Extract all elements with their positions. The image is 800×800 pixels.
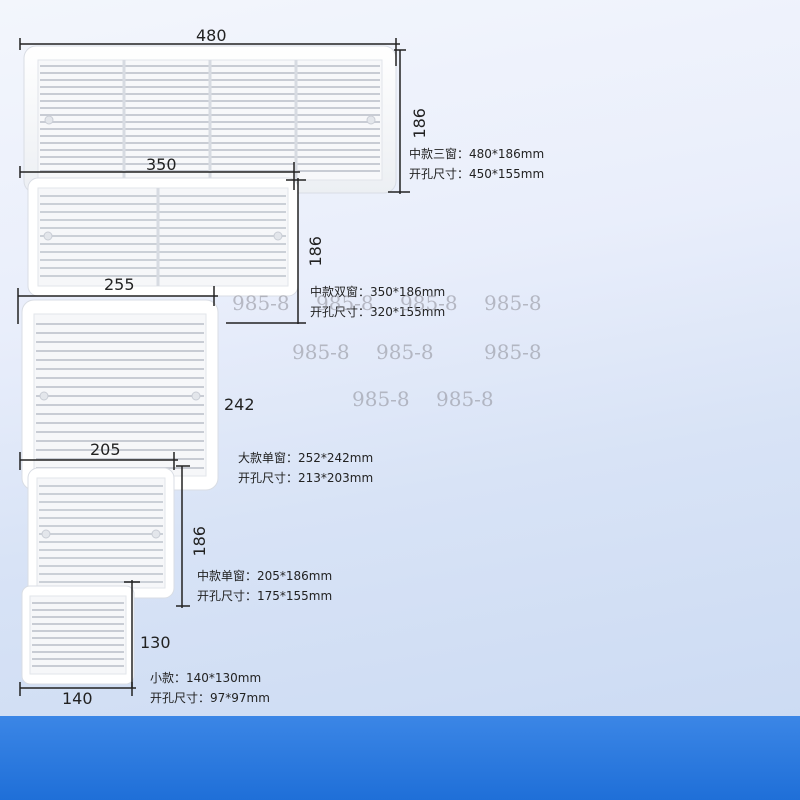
width-label-vent4: 205: [90, 440, 121, 459]
vent-medium-single-image: [27, 467, 175, 599]
watermark-text: 985-8: [376, 340, 434, 364]
watermark-text: 985-8: [316, 291, 374, 315]
watermark-text: 985-8: [352, 387, 410, 411]
spec-vent5-model: 小款：140*130mm: [150, 671, 262, 685]
blue-footer-band: [0, 716, 800, 800]
spec-vent4-model: 中款单窗：205*186mm: [197, 569, 333, 583]
vent-large-single-image: [21, 299, 219, 491]
watermark-text: 985-8: [232, 291, 290, 315]
height-label-vent3: 242: [224, 395, 255, 414]
spec-vent1: 中款三窗：480*186mm 开孔尺寸：450*155mm: [409, 144, 544, 184]
height-label-vent5: 130: [140, 633, 171, 652]
width-label-vent5: 140: [62, 689, 93, 708]
watermark-text: 985-8: [484, 291, 542, 315]
spec-vent4-cutout: 开孔尺寸：175*155mm: [197, 589, 333, 603]
spec-vent5: 小款：140*130mm 开孔尺寸：97*97mm: [150, 668, 270, 708]
width-label-vent2: 350: [146, 155, 177, 174]
spec-vent2: 中款双窗：350*186mm 开孔尺寸：320*155mm: [310, 282, 445, 322]
watermark-text: 985-8: [292, 340, 350, 364]
spec-vent3-cutout: 开孔尺寸：213*203mm: [238, 471, 374, 485]
spec-vent1-model: 中款三窗：480*186mm: [409, 147, 545, 161]
spec-vent1-cutout: 开孔尺寸：450*155mm: [409, 167, 545, 181]
watermark-text: 985-8: [436, 387, 494, 411]
vent-small-image: [21, 585, 135, 685]
spec-vent3-model: 大款单窗：252*242mm: [238, 451, 374, 465]
spec-vent2-cutout: 开孔尺寸：320*155mm: [310, 305, 446, 319]
spec-vent3: 大款单窗：252*242mm 开孔尺寸：213*203mm: [238, 448, 373, 488]
vent-triple-window-image: [23, 45, 397, 194]
spec-vent4: 中款单窗：205*186mm 开孔尺寸：175*155mm: [197, 566, 332, 606]
spec-vent5-cutout: 开孔尺寸：97*97mm: [150, 691, 270, 705]
spec-vent2-model: 中款双窗：350*186mm: [310, 285, 446, 299]
width-label-vent1: 480: [196, 26, 227, 45]
vent-double-window-image: [27, 177, 299, 297]
watermark-text: 985-8: [484, 340, 542, 364]
watermark-text: 985-8: [400, 291, 458, 315]
width-label-vent3: 255: [104, 275, 135, 294]
